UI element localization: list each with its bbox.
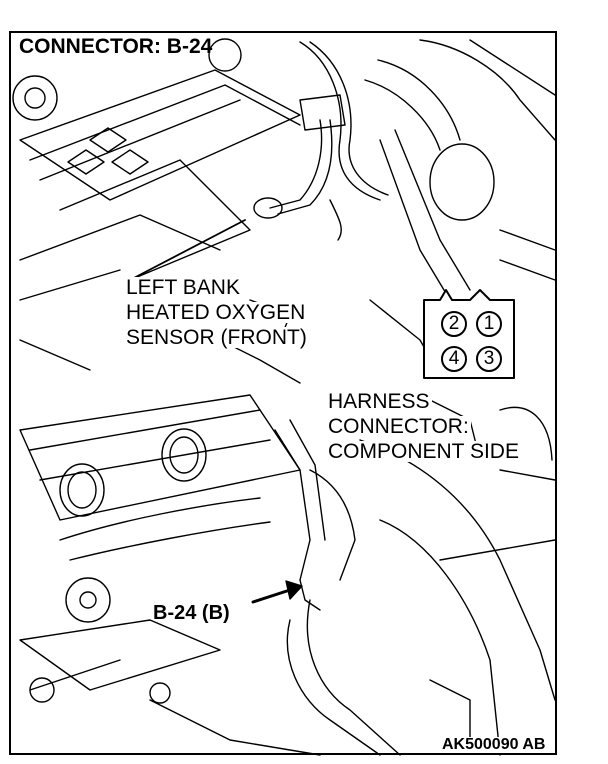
- harness-callout-line-1: HARNESS: [326, 390, 432, 413]
- connector-pin-4: 4: [441, 346, 467, 372]
- lower-engine-view: [19, 394, 556, 756]
- connector-title: CONNECTOR: B-24: [19, 35, 213, 58]
- sensor-callout-line-1: LEFT BANK: [124, 276, 242, 299]
- harness-callout-line-2: CONNECTOR:: [326, 415, 471, 438]
- connector-pin-2: 2: [441, 311, 467, 337]
- sensor-callout-line-3: SENSOR (FRONT): [124, 326, 309, 349]
- diagram-frame: [9, 31, 557, 755]
- sensor-callout-line-2: HEATED OXYGEN: [124, 301, 308, 324]
- connector-pin-1: 1: [476, 311, 502, 337]
- figure-code: AK500090 AB: [440, 736, 548, 753]
- harness-callout-line-3: COMPONENT SIDE: [326, 440, 521, 463]
- connector-pin-3: 3: [476, 346, 502, 372]
- connector-b24-label: B-24 (B): [153, 602, 230, 624]
